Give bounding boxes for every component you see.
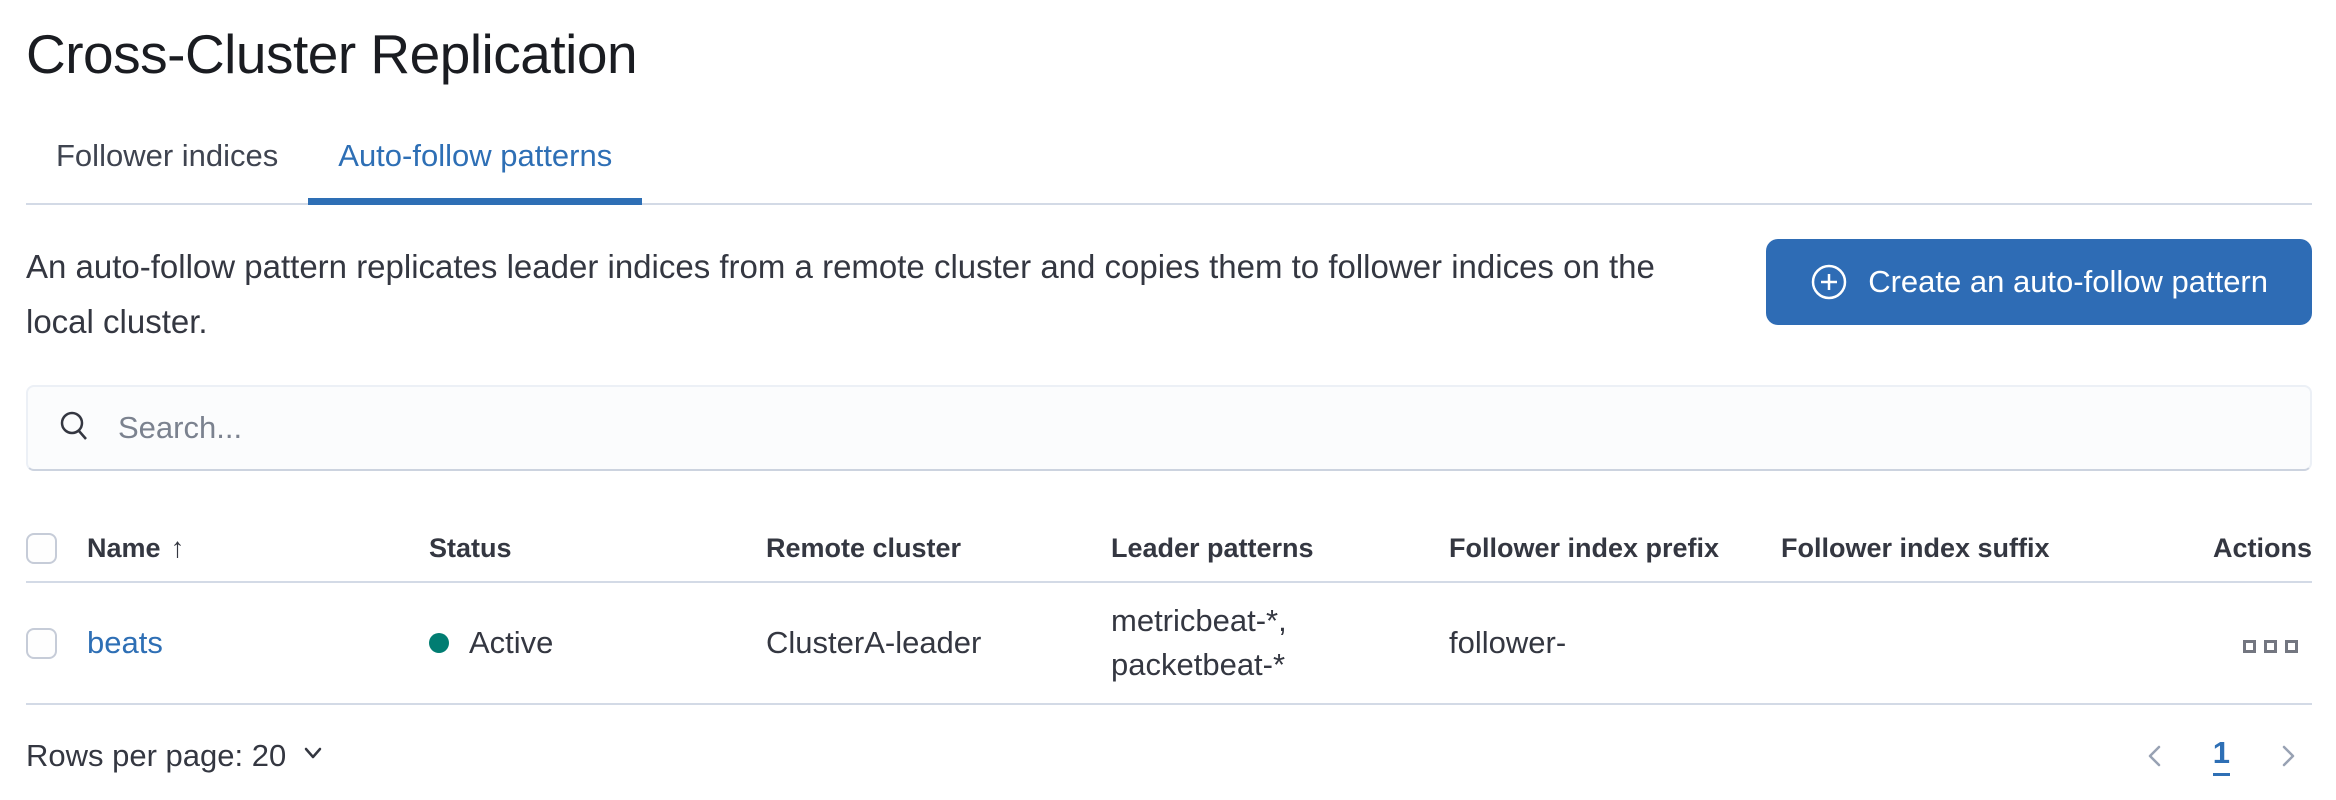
page-title: Cross-Cluster Replication <box>26 23 638 85</box>
tab-follower-indices[interactable]: Follower indices <box>56 138 279 173</box>
select-all-checkbox[interactable] <box>26 532 57 564</box>
chevron-right-icon[interactable] <box>2274 742 2302 770</box>
leader-patterns-cell: metricbeat-*, packetbeat-* <box>1111 583 1449 703</box>
table-row: beats Active ClusterA-leader metricbeat-… <box>26 583 2312 705</box>
status-cell: Active <box>429 609 766 677</box>
actions-cell <box>2192 609 2312 677</box>
status-label: Active <box>469 625 554 660</box>
create-button-label: Create an auto-follow pattern <box>1868 264 2268 299</box>
plus-in-circle-icon <box>1810 263 1848 301</box>
column-header-leader-patterns: Leader patterns <box>1111 532 1314 563</box>
column-header-follower-index-suffix: Follower index suffix <box>1781 532 2050 563</box>
rows-per-page-selector[interactable]: Rows per page: 20 <box>26 738 326 774</box>
search-input[interactable] <box>118 387 2282 469</box>
leader-pattern-line-1: metricbeat-*, <box>1111 603 1287 638</box>
table-footer: Rows per page: 20 1 <box>26 735 2312 776</box>
sort-ascending-arrow-icon: ↑ <box>170 532 185 563</box>
column-header-actions: Actions <box>2212 532 2312 563</box>
rows-per-page-label: Rows per page: 20 <box>26 737 287 773</box>
name-cell: beats <box>87 609 429 677</box>
section-header: An auto-follow pattern replicates leader… <box>26 239 2312 349</box>
boxes-horizontal-icon[interactable] <box>2243 640 2312 653</box>
leader-pattern-line-2: packetbeat-* <box>1111 647 1286 682</box>
follower-index-suffix-cell <box>1781 627 2192 659</box>
column-header-follower-index-prefix: Follower index prefix <box>1449 532 1720 563</box>
row-checkbox[interactable] <box>26 627 57 659</box>
chevron-down-icon <box>300 738 326 774</box>
status-active-dot-icon <box>429 633 449 653</box>
table-header-row: Name↑ Status Remote cluster Leader patte… <box>26 515 2312 583</box>
tab-bar: Follower indices Auto-follow patterns <box>26 130 2312 205</box>
page-description: An auto-follow pattern replicates leader… <box>26 248 1655 340</box>
search-icon <box>56 408 92 449</box>
column-header-remote-cluster: Remote cluster <box>766 532 962 563</box>
search-bar <box>26 385 2312 471</box>
chevron-left-icon[interactable] <box>2141 742 2169 770</box>
pagination: 1 <box>2141 735 2312 776</box>
page-number-1[interactable]: 1 <box>2212 735 2230 776</box>
pattern-name-link[interactable]: beats <box>87 625 163 660</box>
cross-cluster-replication-page: Cross-Cluster Replication Follower indic… <box>26 23 2312 776</box>
remote-cluster-cell: ClusterA-leader <box>766 625 982 660</box>
tab-auto-follow-patterns[interactable]: Auto-follow patterns <box>308 130 643 205</box>
select-all-cell <box>26 532 87 564</box>
follower-index-prefix-cell: follower- <box>1449 625 1567 660</box>
column-header-status: Status <box>429 532 512 563</box>
auto-follow-patterns-table: Name↑ Status Remote cluster Leader patte… <box>26 515 2312 705</box>
row-select-cell <box>26 612 87 675</box>
create-auto-follow-pattern-button[interactable]: Create an auto-follow pattern <box>1766 239 2312 325</box>
column-header-name[interactable]: Name↑ <box>87 532 185 563</box>
